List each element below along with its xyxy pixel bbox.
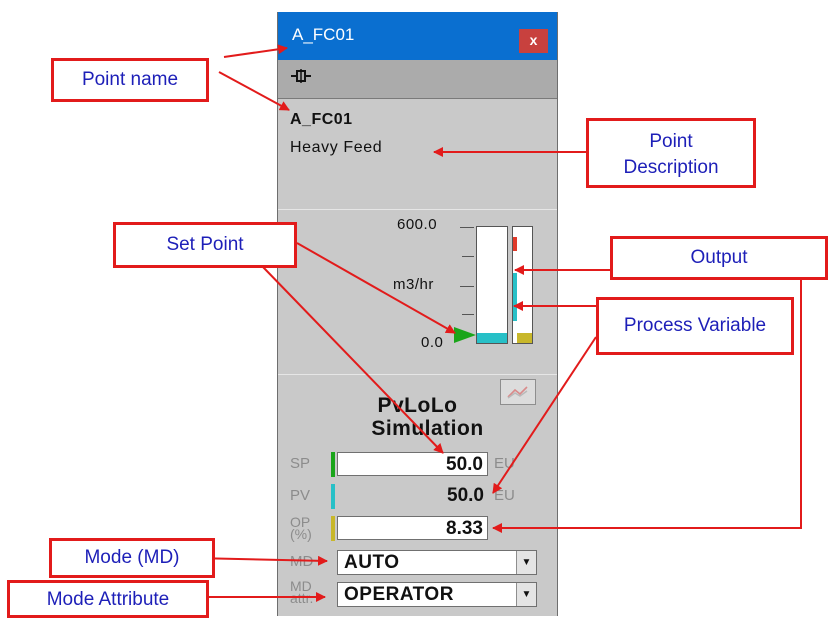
pv-unit: EU	[494, 487, 515, 504]
scale-tick	[462, 256, 474, 257]
window-title: A_FC01	[292, 25, 355, 44]
mode-attribute-dropdown[interactable]: OPERATOR ▼	[337, 582, 537, 607]
set-point-field[interactable]: 50.0	[337, 452, 488, 476]
callout-set-point: Set Point	[113, 222, 297, 268]
callout-point-description-line2: Description	[623, 157, 719, 178]
pv-label: PV	[290, 487, 311, 504]
alarm-marker	[513, 237, 517, 251]
process-variable-value: 50.0	[447, 485, 484, 506]
point-description: Heavy Feed	[290, 139, 383, 156]
point-name: A_FC01	[290, 111, 353, 128]
process-variable-bar	[476, 226, 508, 344]
sp-label: SP	[290, 455, 311, 472]
units-label: m3/hr	[393, 276, 434, 293]
set-point-pointer[interactable]	[454, 326, 476, 344]
callout-mode: Mode (MD)	[49, 538, 215, 578]
section-divider	[278, 374, 557, 375]
scale-tick	[460, 227, 474, 228]
sp-unit: EU	[494, 455, 515, 472]
mda-label-attr: attr.	[290, 590, 314, 606]
op-label: OP	[290, 514, 311, 530]
output-field[interactable]: 8.33	[337, 516, 488, 540]
mda-label: MD	[290, 578, 312, 594]
chevron-down-icon[interactable]: ▼	[516, 583, 536, 606]
sp-color-strip	[331, 452, 335, 477]
scale-tick	[462, 314, 474, 315]
callout-point-description: Point Description	[586, 118, 756, 188]
alarm-state: PvLoLo	[377, 394, 458, 417]
faceplate-window: A_FC01 x A_FC01 Heavy Feed 600.0 m3/hr 0…	[277, 12, 558, 616]
toolbar	[278, 60, 557, 99]
pv-fill	[477, 333, 507, 343]
scale-low-label: 0.0	[421, 334, 444, 351]
title-bar[interactable]: A_FC01 x	[278, 12, 557, 60]
output-bar	[512, 226, 533, 344]
callout-point-description-line1: Point	[649, 131, 693, 152]
op-fill	[517, 333, 532, 343]
mode-attribute-value: OPERATOR	[344, 584, 454, 605]
op-color-strip	[331, 516, 335, 541]
callout-process-variable: Process Variable	[596, 297, 794, 355]
mode-value: AUTO	[344, 552, 400, 573]
pv-color-strip	[331, 484, 335, 509]
mode-dropdown[interactable]: AUTO ▼	[337, 550, 537, 575]
simulation-state: Simulation	[371, 417, 484, 440]
scale-high-label: 600.0	[397, 216, 438, 233]
callout-point-name: Point name	[51, 58, 209, 102]
chevron-down-icon[interactable]: ▼	[516, 551, 536, 574]
scale-tick	[460, 286, 474, 287]
callout-output: Output	[610, 236, 828, 280]
callout-mode-attribute: Mode Attribute	[7, 580, 209, 618]
pin-icon[interactable]	[290, 69, 312, 87]
close-button[interactable]: x	[519, 29, 548, 53]
point-info: A_FC01 Heavy Feed	[278, 99, 557, 210]
md-label: MD	[290, 553, 314, 570]
pv-marker	[513, 273, 517, 321]
op-unit-label: (%)	[290, 526, 312, 542]
